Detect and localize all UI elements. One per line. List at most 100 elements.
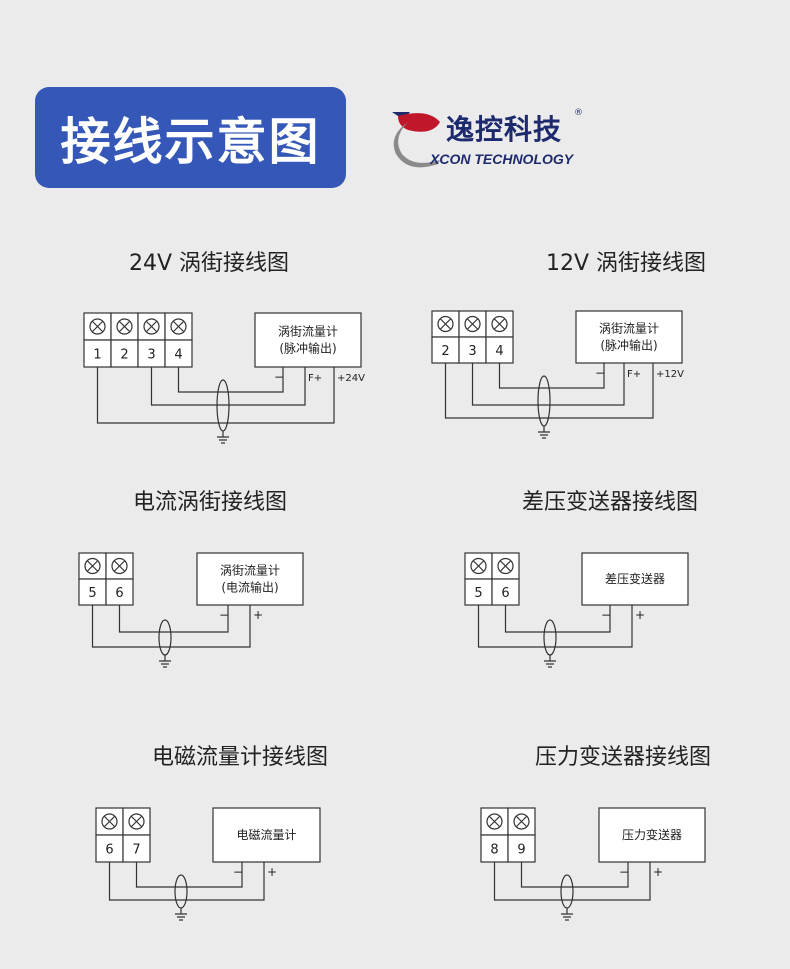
screw-cross-icon [87, 560, 98, 572]
page-title: 接线示意图 [60, 112, 321, 171]
terminal-number: 6 [105, 843, 113, 858]
screw-cross-icon [104, 816, 115, 827]
terminal-number: 1 [93, 348, 101, 363]
device-box: 差压变送器 [581, 552, 689, 606]
wire [504, 605, 611, 633]
screw-icon [128, 813, 145, 830]
terminal-number-cell [507, 834, 536, 863]
device-label: (电流输出) [221, 580, 278, 595]
screw-cross-icon [114, 560, 125, 572]
screw-cross-icon [500, 560, 511, 572]
screw-icon [491, 315, 508, 333]
pin-label: − [619, 865, 629, 879]
wire [91, 605, 251, 648]
wire [96, 367, 335, 424]
pin-label: − [595, 366, 605, 380]
ground-icon [538, 426, 550, 439]
device-label: 涡街流量计 [278, 325, 338, 339]
terminal-number: 8 [490, 843, 498, 858]
screw-cross-icon [516, 816, 527, 827]
title-banner: 接线示意图 [35, 87, 346, 188]
screw-cross-icon [119, 321, 130, 332]
pin-label: + [653, 865, 663, 879]
terminal-number: 9 [517, 843, 525, 858]
device-label: 电磁流量计 [236, 827, 296, 842]
screw-icon [89, 318, 106, 335]
device-outline [254, 312, 362, 368]
screw-cross-icon [131, 816, 142, 827]
diagram-title: 电流涡街接线图 [132, 490, 288, 515]
screw-cross-icon [92, 321, 103, 332]
terminal-number-cell [78, 578, 107, 606]
ground-icon [217, 431, 229, 444]
pin-label: − [219, 608, 229, 622]
diagram-title: 电磁流量计接线图 [151, 745, 329, 770]
device-outline [581, 552, 689, 606]
terminal-number: 4 [174, 348, 182, 363]
wire [150, 367, 306, 406]
screw-cross-icon [473, 560, 484, 572]
wire [520, 862, 629, 888]
screw-icon [497, 557, 514, 575]
shield-icon [174, 874, 188, 909]
screw-icon [170, 318, 187, 335]
wire [471, 363, 625, 406]
terminal-number-cell [464, 578, 493, 606]
device-label: 差压变送器 [605, 571, 665, 586]
ground-icon [159, 655, 171, 668]
device-label: (脉冲输出) [600, 338, 657, 353]
ground-icon [175, 908, 187, 921]
device-box: 电磁流量计 [212, 807, 321, 863]
terminal-number-cell [491, 578, 520, 606]
shield-icon [158, 619, 172, 656]
pin-label: − [274, 370, 284, 384]
device-outline [212, 807, 321, 863]
wire [135, 862, 243, 888]
device-box: 涡街流量计(电流输出) [196, 552, 304, 606]
screw-icon [143, 318, 160, 335]
shield-icon [560, 874, 574, 909]
device-outline [196, 552, 304, 606]
terminal-number: 6 [115, 586, 123, 601]
wire [498, 363, 605, 389]
device-box: 涡街流量计 (脉冲输出) [254, 312, 362, 368]
wire [118, 605, 229, 633]
screw-icon [111, 557, 128, 575]
pin-label: +24V [337, 373, 365, 384]
terminal-number: 2 [120, 348, 128, 363]
screw-icon [470, 557, 487, 575]
screw-cross-icon [173, 321, 184, 332]
screw-cross-icon [494, 318, 505, 330]
pin-label: F+ [627, 369, 641, 380]
screw-icon [486, 813, 503, 830]
brand-logo: 逸控科技 ® XCON TECHNOLOGY [388, 108, 588, 170]
terminal-number: 6 [501, 586, 509, 601]
terminal-number: 2 [441, 344, 449, 359]
ground-icon [561, 908, 573, 921]
pin-label: F+ [308, 373, 322, 384]
pin-label: + [267, 865, 277, 879]
shield-icon [543, 619, 557, 656]
pin-label: + [253, 608, 263, 622]
diagram-title: 压力变送器接线图 [534, 745, 712, 770]
logo-mark-icon [392, 112, 440, 168]
device-outline [575, 310, 683, 364]
device-outline [598, 807, 706, 863]
device-label: (脉冲输出) [279, 341, 336, 356]
screw-icon [437, 315, 454, 333]
ground-icon [544, 655, 556, 668]
screw-cross-icon [440, 318, 451, 330]
terminal-number: 3 [468, 344, 476, 359]
